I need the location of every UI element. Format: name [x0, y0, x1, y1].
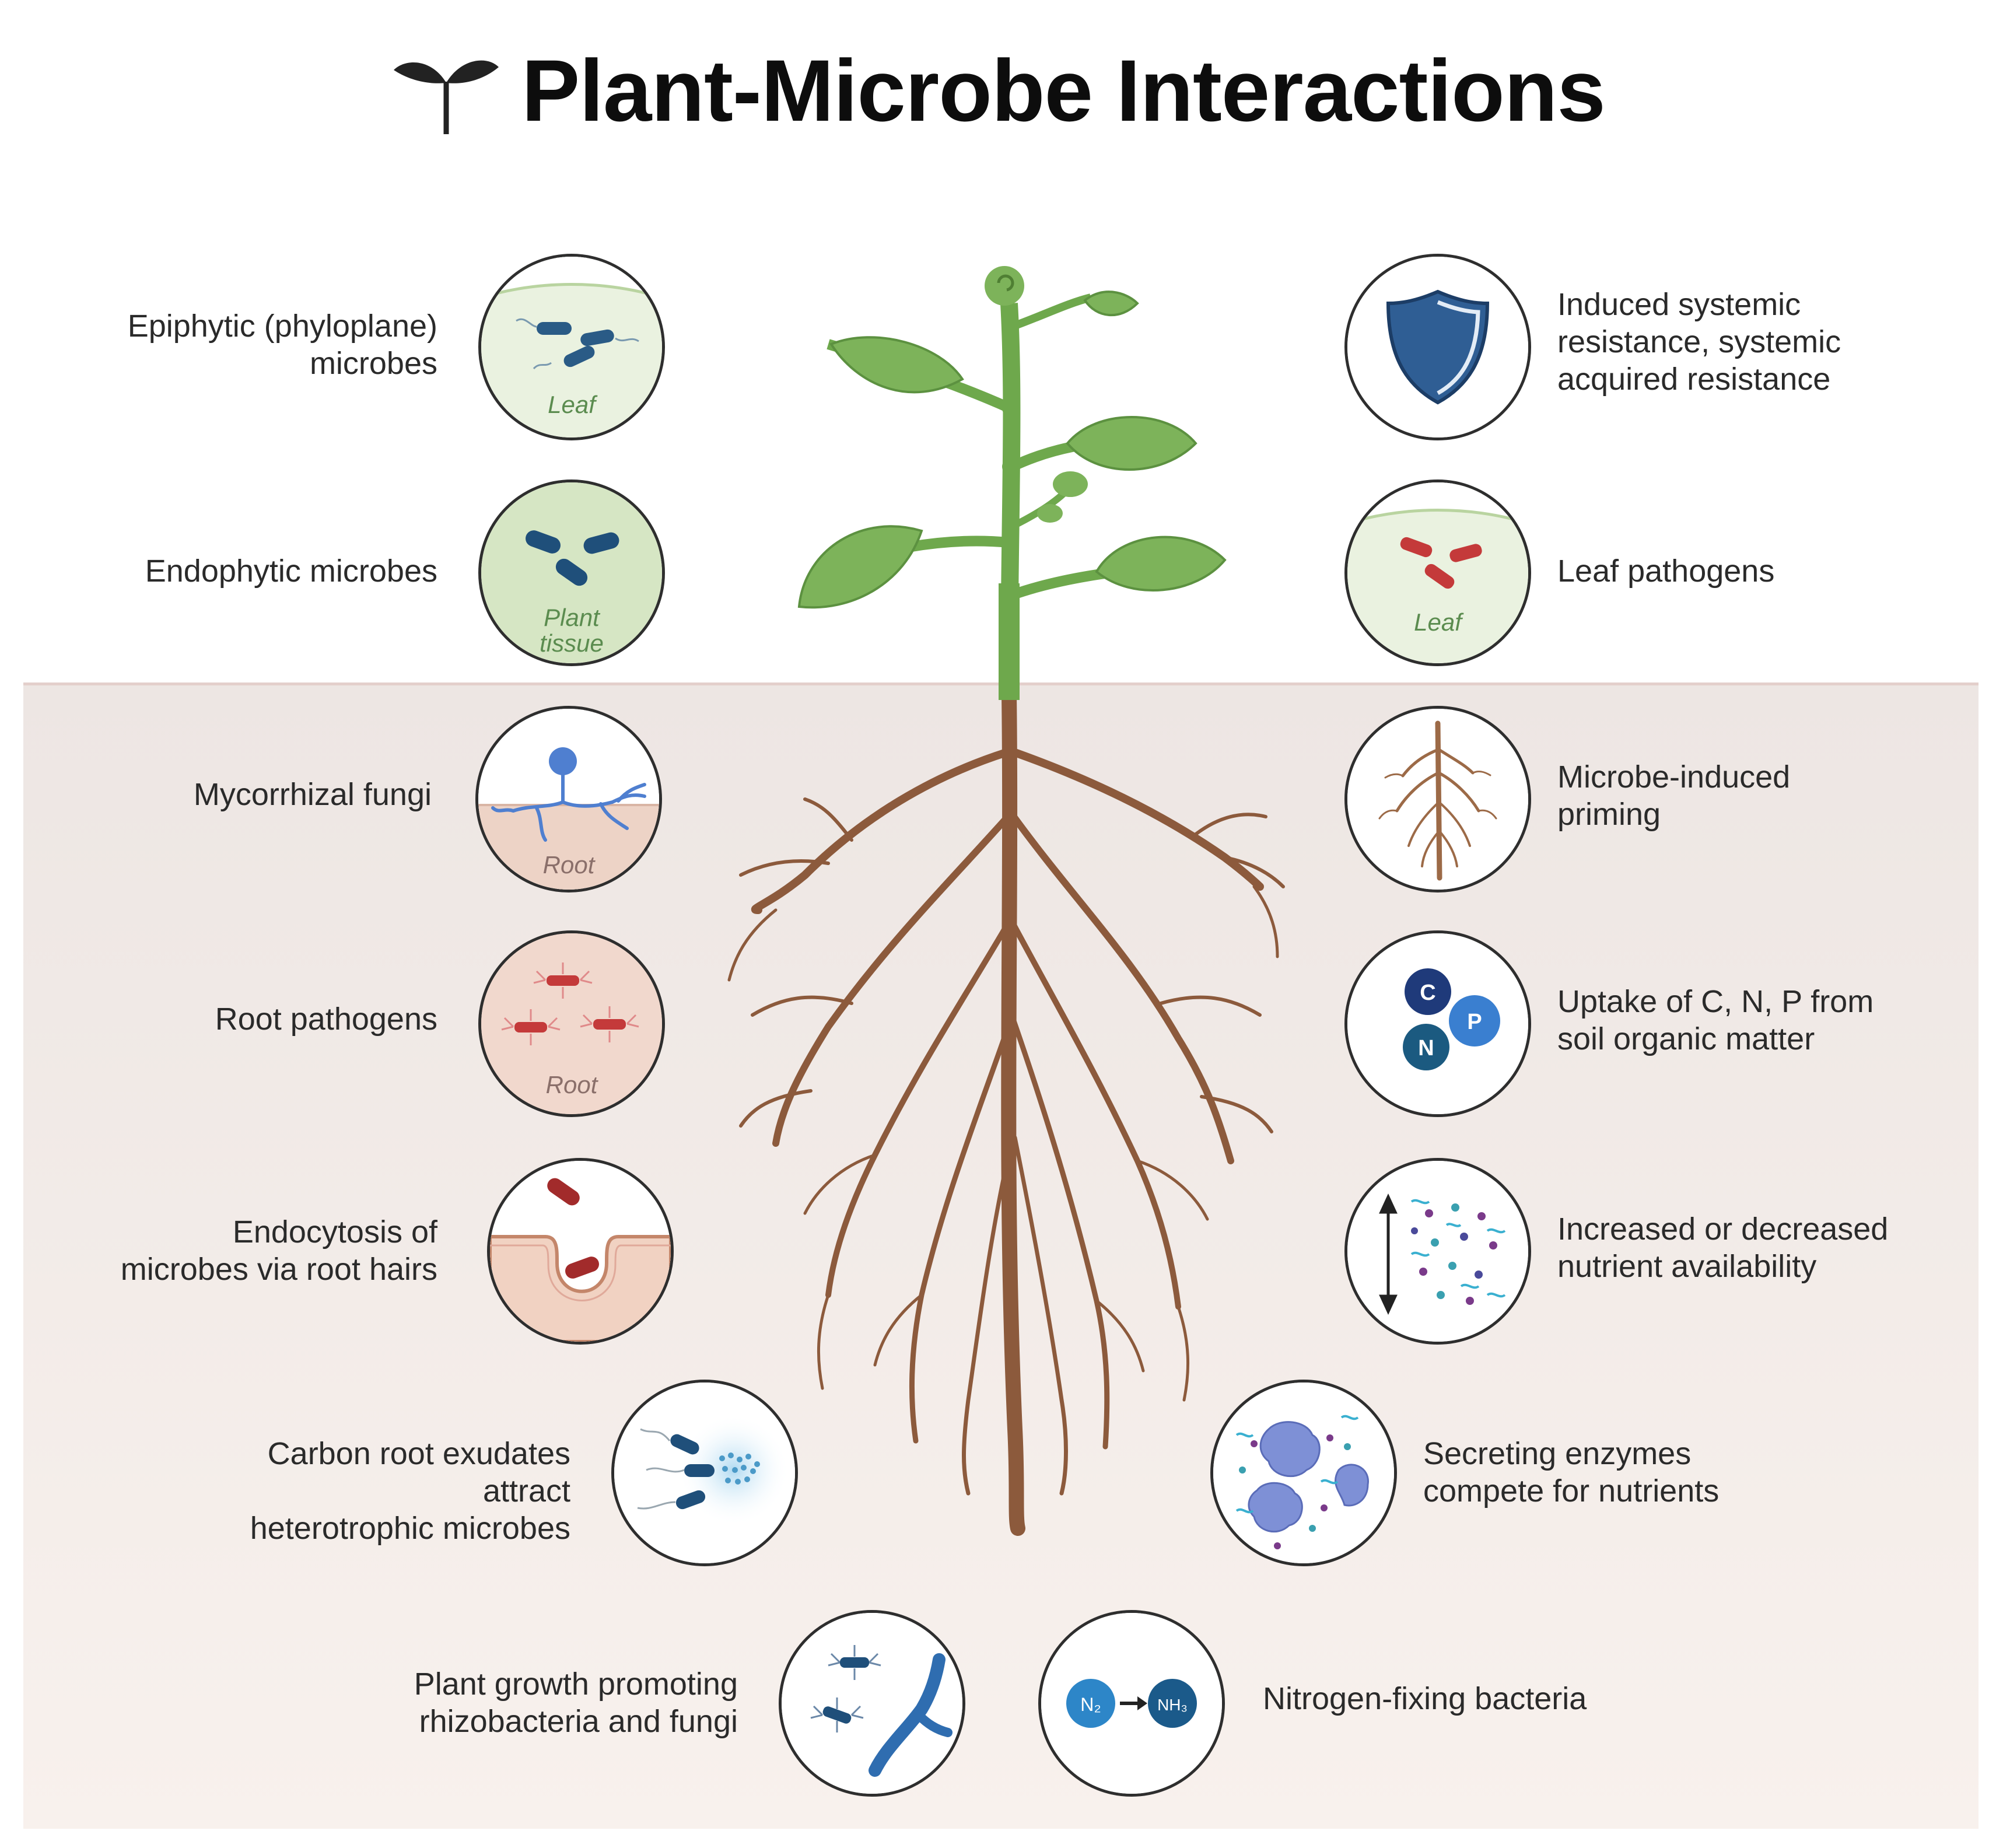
nitrogen-fixing-circle: N₂ NH₃ — [1038, 1610, 1225, 1797]
nutrient-dots-icon — [1411, 1203, 1497, 1305]
epiphytic-inner-label: Leaf — [548, 391, 596, 418]
callout-epiphytic: Leaf Epiphytic (phyloplane) microbes — [128, 254, 671, 446]
root-exudates-label: Carbon root exudates attract heterotroph… — [250, 1436, 570, 1546]
priming-label: Microbe-induced priming — [1557, 760, 1791, 832]
bacteria-icon — [526, 530, 619, 586]
callout-root-exudates: Carbon root exudates attract heterotroph… — [250, 1380, 804, 1572]
callout-root-pathogens: Root Root pathogens — [215, 930, 671, 1123]
uptake-label: Uptake of C, N, P from soil organic matt… — [1557, 984, 1874, 1056]
callout-mycorrhizal: Root Mycorrhizal fungi — [194, 706, 668, 898]
callout-uptake: C P N Uptake of C, N, P from soil organi… — [1344, 930, 1874, 1123]
endocytosis-label: Endocytosis of microbes via root hairs — [120, 1214, 437, 1287]
title-row: Plant-Microbe Interactions — [0, 23, 1996, 158]
endophytic-circle: Plant tissue — [478, 480, 665, 666]
induced-resistance-circle — [1344, 254, 1531, 440]
callout-enzymes: Secreting enzymes compete for nutrients — [1210, 1380, 1719, 1572]
stem-and-leaves — [797, 266, 1227, 701]
pgpr-circle — [779, 1610, 965, 1797]
nitrogen-fixing-label: Nitrogen-fixing bacteria — [1263, 1681, 1587, 1716]
priming-circle — [1344, 706, 1531, 892]
epiphytic-label: Epiphytic (phyloplane) microbes — [127, 309, 437, 381]
svg-text:NH₃: NH₃ — [1157, 1696, 1188, 1714]
root-exudates-circle — [611, 1380, 798, 1566]
callout-priming: Microbe-induced priming — [1344, 706, 1790, 898]
up-down-arrow-icon — [1379, 1194, 1398, 1315]
roots — [727, 687, 1285, 1536]
callout-induced-resistance: Induced systemic resistance, systemic ac… — [1344, 254, 1841, 446]
enzymes-label: Secreting enzymes compete for nutrients — [1423, 1436, 1720, 1508]
endophytic-inner-label: Plant tissue — [540, 604, 604, 657]
soil-background — [23, 682, 1979, 1829]
svg-text:N: N — [1418, 1036, 1434, 1060]
bacteria-icon — [537, 322, 614, 368]
nutrient-availability-circle — [1344, 1158, 1531, 1345]
root-pathogens-circle: Root — [478, 930, 665, 1117]
mycorrhizal-label: Mycorrhizal fungi — [193, 777, 432, 812]
root-icon — [1378, 720, 1497, 881]
callout-pgpr: Plant growth promoting rhizobacteria and… — [414, 1610, 971, 1803]
shield-icon — [1386, 289, 1490, 405]
arrow-right-icon — [1120, 1696, 1147, 1710]
exudate-dots-icon — [719, 1452, 760, 1485]
endophytic-label: Endophytic microbes — [145, 554, 437, 589]
enzyme-icon — [1248, 1421, 1369, 1533]
seedling-icon — [394, 60, 499, 134]
page-title: Plant-Microbe Interactions — [521, 41, 1606, 139]
svg-text:N₂: N₂ — [1080, 1694, 1101, 1715]
bacteria-icon — [547, 1178, 599, 1279]
root-pathogens-label: Root pathogens — [215, 1002, 437, 1037]
bacteria-icon — [670, 1434, 715, 1510]
callout-endophytic: Plant tissue Endophytic microbes — [145, 480, 671, 672]
callout-nutrient-availability: Increased or decreased nutrient availabi… — [1344, 1158, 1888, 1350]
uptake-circle: C P N — [1344, 930, 1531, 1117]
mycorrhizal-circle: Root — [475, 706, 662, 892]
svg-text:P: P — [1467, 1010, 1482, 1034]
leaf-pathogens-circle: Leaf — [1344, 480, 1531, 666]
root-pathogens-inner-label: Root — [545, 1071, 598, 1098]
mycorrhizal-inner-label: Root — [542, 851, 595, 878]
pathogen-icon — [501, 963, 639, 1045]
fungi-icon — [491, 762, 646, 842]
endocytosis-circle — [487, 1158, 674, 1345]
bacteria-icon — [840, 1657, 869, 1668]
pathogen-icon — [1400, 537, 1482, 589]
induced-resistance-label: Induced systemic resistance, systemic ac… — [1557, 287, 1841, 397]
epiphytic-circle: Leaf — [478, 254, 665, 440]
callout-leaf-pathogens: Leaf Leaf pathogens — [1344, 480, 1774, 672]
leaf-pathogens-label: Leaf pathogens — [1557, 554, 1775, 589]
callout-endocytosis: Endocytosis of microbes via root hairs — [121, 1158, 680, 1350]
leaf-pathogens-inner-label: Leaf — [1414, 608, 1462, 636]
callout-nitrogen-fixing: N₂ NH₃ Nitrogen-fixing bacteria — [1038, 1610, 1587, 1803]
nutrient-availability-label: Increased or decreased nutrient availabi… — [1557, 1212, 1889, 1284]
svg-text:C: C — [1420, 981, 1435, 1005]
enzymes-circle — [1210, 1380, 1397, 1566]
pgpr-label: Plant growth promoting rhizobacteria and… — [414, 1667, 738, 1739]
